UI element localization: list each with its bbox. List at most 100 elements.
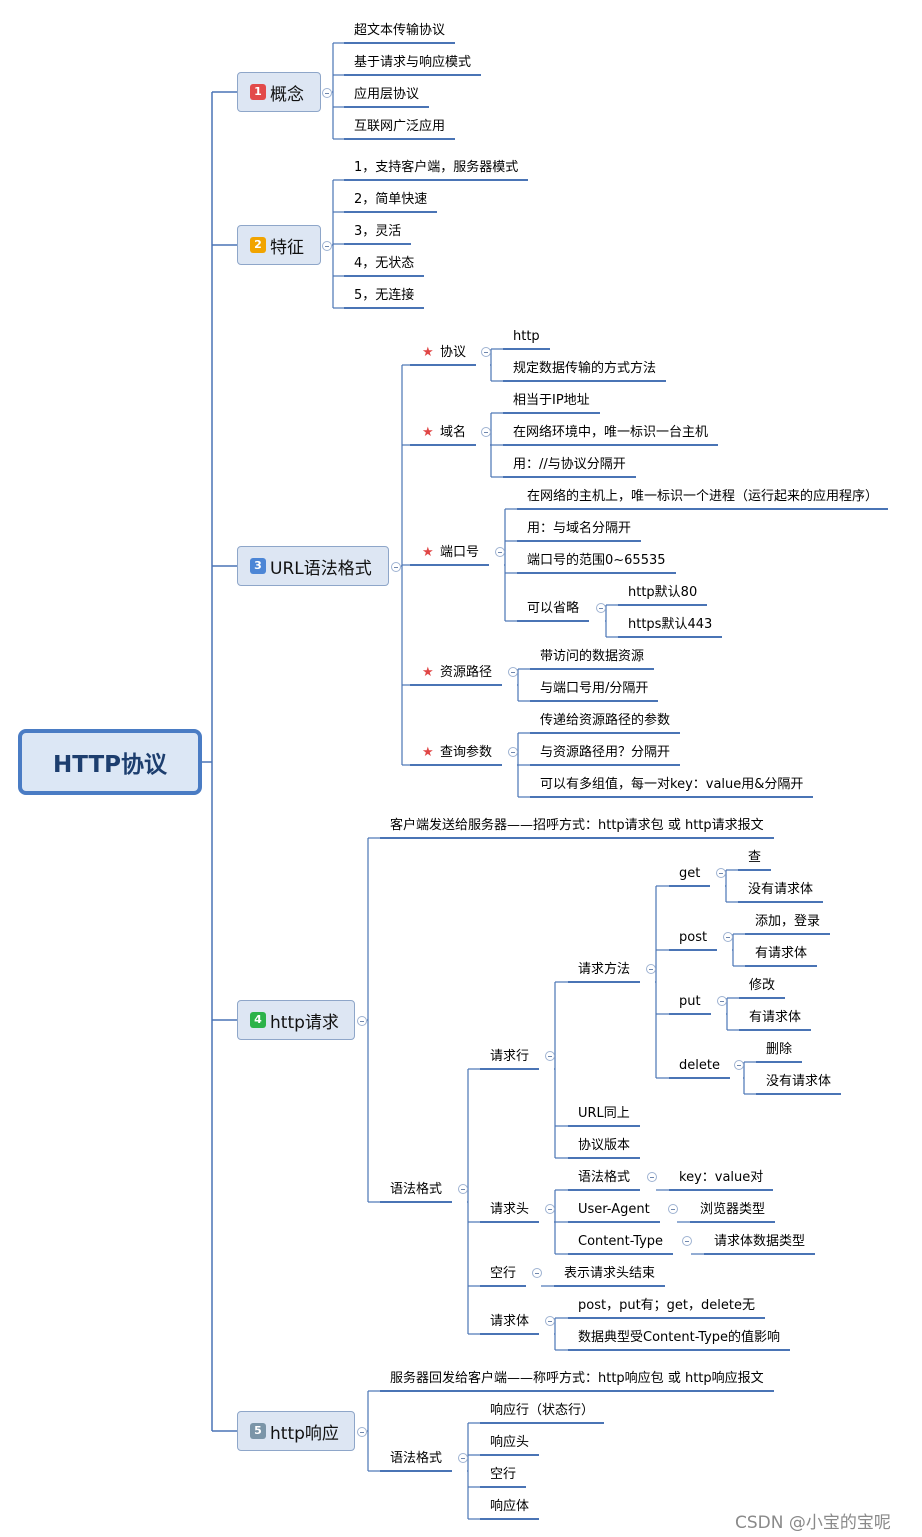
response-item[interactable]: 响应行（状态行） [480, 1403, 605, 1424]
topic-http-request[interactable]: 4 http请求 [237, 1000, 355, 1040]
collapse-toggle-icon[interactable] [734, 1060, 744, 1070]
url-domain[interactable]: 域名 [410, 425, 477, 446]
url-protocol-item[interactable]: http [503, 329, 550, 350]
url-domain-item[interactable]: 在网络环境中，唯一标识一台主机 [503, 425, 719, 446]
collapse-toggle-icon[interactable] [647, 1172, 657, 1182]
header-content-type-value[interactable]: 请求体数据类型 [704, 1234, 816, 1255]
concept-item[interactable]: 超文本传输协议 [344, 23, 456, 44]
collapse-toggle-icon[interactable] [682, 1236, 692, 1246]
method-item[interactable]: 有请求体 [739, 1010, 812, 1031]
url-port-item[interactable]: 在网络的主机上，唯一标识一个进程（运行起来的应用程序） [517, 489, 889, 510]
response-item[interactable]: 空行 [480, 1467, 527, 1488]
collapse-toggle-icon[interactable] [668, 1204, 678, 1214]
collapse-toggle-icon[interactable] [322, 88, 332, 98]
request-line-version[interactable]: 协议版本 [568, 1138, 641, 1159]
collapse-toggle-icon[interactable] [357, 1427, 367, 1437]
collapse-toggle-icon[interactable] [646, 964, 656, 974]
header-user-agent-value[interactable]: 浏览器类型 [690, 1202, 776, 1223]
header-content-type[interactable]: Content-Type [568, 1234, 674, 1255]
collapse-toggle-icon[interactable] [723, 932, 733, 942]
central-topic[interactable]: HTTP协议 [18, 729, 202, 795]
response-item[interactable]: 响应体 [480, 1499, 540, 1520]
method-put[interactable]: put [669, 994, 711, 1015]
request-body-item[interactable]: post，put有；get，delete无 [568, 1298, 765, 1319]
method-item[interactable]: 删除 [756, 1042, 803, 1063]
collapse-toggle-icon[interactable] [458, 1184, 468, 1194]
url-port-omit-item[interactable]: https默认443 [618, 617, 723, 638]
url-domain-item[interactable]: 相当于IP地址 [503, 393, 600, 414]
request-line-url[interactable]: URL同上 [568, 1106, 640, 1127]
url-protocol-item[interactable]: 规定数据传输的方式方法 [503, 361, 667, 382]
collapse-toggle-icon[interactable] [481, 347, 491, 357]
request-blank-line[interactable]: 空行 [480, 1266, 527, 1287]
url-path[interactable]: 资源路径 [410, 665, 503, 686]
collapse-toggle-icon[interactable] [495, 547, 505, 557]
collapse-toggle-icon[interactable] [508, 667, 518, 677]
url-query-item[interactable]: 与资源路径用？分隔开 [530, 745, 681, 766]
method-item[interactable]: 添加，登录 [745, 914, 831, 935]
url-query-item[interactable]: 可以有多组值，每一对key：value用&分隔开 [530, 777, 814, 798]
concept-item[interactable]: 基于请求与响应模式 [344, 55, 482, 76]
collapse-toggle-icon[interactable] [716, 868, 726, 878]
collapse-toggle-icon[interactable] [391, 562, 401, 572]
collapse-toggle-icon[interactable] [508, 747, 518, 757]
collapse-toggle-icon[interactable] [357, 1016, 367, 1026]
request-body-item[interactable]: 数据典型受Content-Type的值影响 [568, 1330, 791, 1351]
topic-http-response[interactable]: 5 http响应 [237, 1411, 355, 1451]
collapse-toggle-icon[interactable] [717, 996, 727, 1006]
url-query[interactable]: 查询参数 [410, 745, 503, 766]
method-item[interactable]: 查 [738, 850, 772, 871]
request-line[interactable]: 请求行 [480, 1049, 540, 1070]
method-item[interactable]: 没有请求体 [738, 882, 824, 903]
url-path-item[interactable]: 与端口号用/分隔开 [530, 681, 659, 702]
collapse-toggle-icon[interactable] [545, 1051, 555, 1061]
method-item[interactable]: 没有请求体 [756, 1074, 842, 1095]
concept-item[interactable]: 互联网广泛应用 [344, 119, 456, 140]
request-intro[interactable]: 客户端发送给服务器——招呼方式：http请求包 或 http请求报文 [380, 818, 774, 839]
header-syntax-value[interactable]: key：value对 [669, 1170, 774, 1191]
url-domain-item[interactable]: 用：//与协议分隔开 [503, 457, 636, 478]
collapse-toggle-icon[interactable] [596, 603, 606, 613]
request-syntax[interactable]: 语法格式 [380, 1182, 453, 1203]
topic-url-syntax[interactable]: 3 URL语法格式 [237, 546, 389, 586]
feature-item[interactable]: 1，支持客户端，服务器模式 [344, 160, 529, 181]
url-port-omit[interactable]: 可以省略 [517, 601, 590, 622]
method-post[interactable]: post [669, 930, 718, 951]
url-protocol[interactable]: 协议 [410, 345, 477, 366]
method-delete[interactable]: delete [669, 1058, 730, 1079]
feature-item[interactable]: 3，灵活 [344, 224, 412, 245]
url-port[interactable]: 端口号 [410, 545, 490, 566]
collapse-toggle-icon[interactable] [545, 1316, 555, 1326]
url-port-item[interactable]: 用：与域名分隔开 [517, 521, 642, 542]
topic-features[interactable]: 2 特征 [237, 225, 321, 265]
priority-2-icon: 2 [250, 237, 266, 253]
feature-item[interactable]: 5，无连接 [344, 288, 425, 309]
feature-item[interactable]: 4，无状态 [344, 256, 425, 277]
url-path-item[interactable]: 带访问的数据资源 [530, 649, 655, 670]
response-syntax[interactable]: 语法格式 [380, 1451, 453, 1472]
request-method[interactable]: 请求方法 [568, 962, 641, 983]
topic-concept[interactable]: 1 概念 [237, 72, 321, 112]
response-intro[interactable]: 服务器回发给客户端——称呼方式：http响应包 或 http响应报文 [380, 1371, 774, 1392]
header-user-agent[interactable]: User-Agent [568, 1202, 660, 1223]
method-item[interactable]: 有请求体 [745, 946, 818, 967]
feature-item[interactable]: 2，简单快速 [344, 192, 438, 213]
collapse-toggle-icon[interactable] [545, 1204, 555, 1214]
request-body[interactable]: 请求体 [480, 1314, 540, 1335]
priority-4-icon: 4 [250, 1012, 266, 1028]
url-port-item[interactable]: 端口号的范围0~65535 [517, 553, 676, 574]
request-header[interactable]: 请求头 [480, 1202, 540, 1223]
star-icon: ★ [422, 345, 434, 360]
collapse-toggle-icon[interactable] [481, 427, 491, 437]
collapse-toggle-icon[interactable] [322, 241, 332, 251]
collapse-toggle-icon[interactable] [532, 1268, 542, 1278]
url-query-item[interactable]: 传递给资源路径的参数 [530, 713, 681, 734]
concept-item[interactable]: 应用层协议 [344, 87, 430, 108]
request-blank-line-value[interactable]: 表示请求头结束 [554, 1266, 666, 1287]
header-syntax[interactable]: 语法格式 [568, 1170, 641, 1191]
url-port-omit-item[interactable]: http默认80 [618, 585, 708, 606]
method-item[interactable]: 修改 [739, 978, 786, 999]
response-item[interactable]: 响应头 [480, 1435, 540, 1456]
method-get[interactable]: get [669, 866, 711, 887]
collapse-toggle-icon[interactable] [458, 1453, 468, 1463]
